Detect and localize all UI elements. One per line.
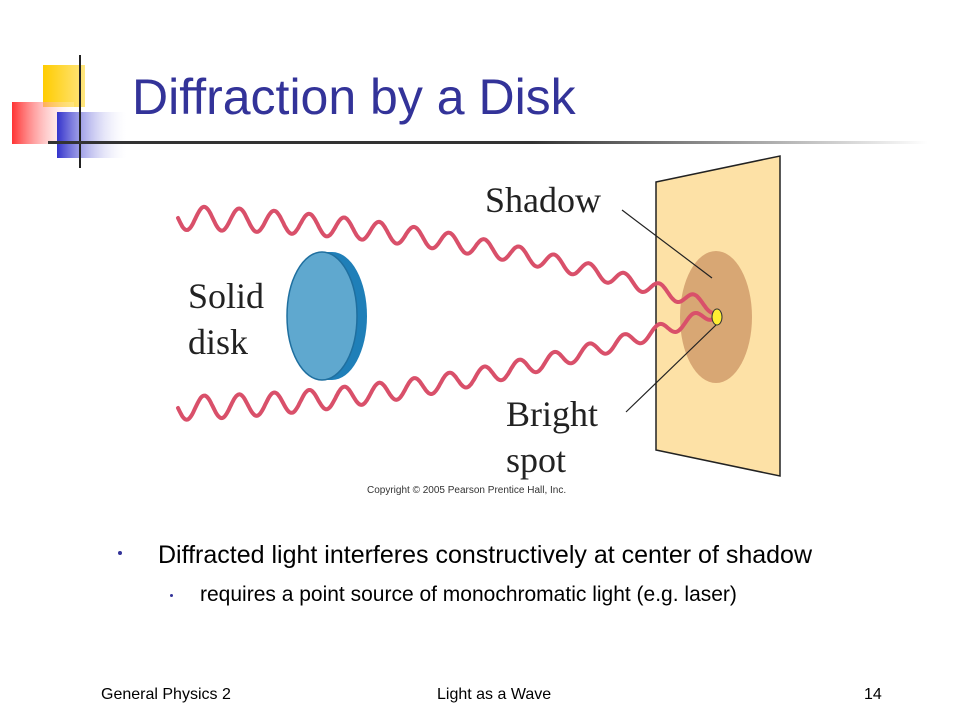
footer-topic: Light as a Wave: [437, 686, 552, 703]
bullet-sub: requires a point source of monochromatic…: [118, 580, 908, 610]
solid-disk-label-line1: Solid: [188, 276, 264, 316]
bullet-dot: [170, 594, 173, 597]
bullet-main: Diffracted light interferes constructive…: [118, 536, 908, 574]
bright-spot: [711, 308, 723, 326]
yellow-square: [43, 65, 85, 107]
diffraction-figure: Shadow Solid disk Bright spot Copyright …: [176, 155, 781, 496]
slide-title: Diffraction by a Disk: [132, 69, 576, 125]
solid-disk-label-line2: disk: [188, 322, 248, 362]
title-underline: [48, 141, 928, 144]
footer-course: General Physics 2: [101, 686, 231, 703]
bullet-list: Diffracted light interferes constructive…: [118, 536, 908, 610]
disk-face: [286, 251, 358, 381]
bullet-sub-text: requires a point source of monochromatic…: [200, 583, 737, 606]
bright-spot-label-line2: spot: [506, 440, 566, 480]
bullet-dot: [118, 551, 122, 555]
blue-square: [57, 112, 127, 158]
bright-spot-leader-line: [625, 324, 717, 413]
corner-decoration: [12, 55, 127, 168]
bright-spot-label-line1: Bright: [506, 394, 598, 434]
shadow-leader-line: [621, 209, 713, 279]
copyright-text: Copyright © 2005 Pearson Prentice Hall, …: [367, 485, 566, 496]
wave-upper: [176, 204, 718, 315]
shadow-label: Shadow: [485, 180, 601, 220]
footer-page-number: 14: [864, 686, 882, 703]
wave-lower: [176, 311, 718, 422]
bullet-main-text: Diffracted light interferes constructive…: [158, 541, 813, 569]
